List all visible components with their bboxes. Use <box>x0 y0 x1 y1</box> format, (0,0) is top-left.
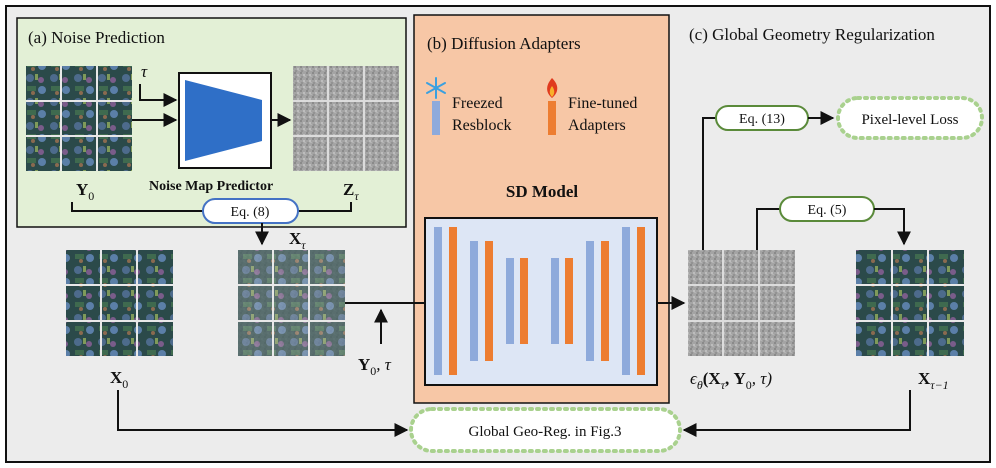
eps-theta-label: ϵθ(Xτ, Y0, τ) <box>690 369 772 392</box>
x-tau-label: Xτ <box>289 229 306 252</box>
sd-unet-box <box>424 217 658 386</box>
eps-to-eq13-line <box>702 117 716 250</box>
xtau1-to-geo-reg-arrow <box>682 390 911 437</box>
x0-label: X0 <box>110 368 128 391</box>
sd-model-title: SD Model <box>506 182 579 201</box>
noise-map-predictor-label: Noise Map Predictor <box>149 179 273 194</box>
x-tau-image-grid <box>238 250 345 356</box>
eps-to-eq5-line <box>756 208 780 250</box>
x-tau-minus-1-image-grid <box>856 250 964 356</box>
eq5-to-xtau1-arrow <box>874 208 911 246</box>
eq8-label: Eq. (8) <box>231 205 270 220</box>
unet-blocks <box>434 227 645 375</box>
eq8-box <box>202 198 299 224</box>
panel-b-title: (b) Diffusion Adapters <box>427 34 581 53</box>
tau-label: τ <box>141 62 148 81</box>
legend-frozen-line2: Resblock <box>452 117 512 134</box>
global-geo-reg-box <box>409 407 682 453</box>
eq13-label: Eq. (13) <box>739 112 785 127</box>
tau-arrow <box>139 84 178 107</box>
y0-to-eq8-line <box>71 202 203 212</box>
eq5-label: Eq. (5) <box>808 203 847 218</box>
noise-map-predictor-box <box>178 72 272 169</box>
y0-tau-condition-label: Y0, τ <box>358 355 392 378</box>
legend-frozen-line1: Freezed <box>452 95 503 112</box>
y0-image-grid <box>26 66 132 171</box>
z-tau-noise-grid <box>293 66 399 171</box>
eps-noise-grid <box>688 250 795 356</box>
legend-frozen: Freezed Resblock <box>426 77 512 135</box>
panel-a-title: (a) Noise Prediction <box>28 28 165 47</box>
x-tau-minus-1-label: Xτ−1 <box>918 369 949 392</box>
pixel-loss-box <box>836 96 984 140</box>
z-tau-label: Zτ <box>343 180 359 203</box>
legend-tuned-line2: Adapters <box>568 117 626 134</box>
pixel-loss-label: Pixel-level Loss <box>861 112 958 128</box>
x0-image-grid <box>66 250 173 356</box>
legend-tuned-line1: Fine-tuned <box>568 95 637 112</box>
predictor-shape <box>185 80 262 161</box>
snowflake-icon <box>426 77 446 99</box>
panel-c-title: (c) Global Geometry Regularization <box>689 25 935 44</box>
legend-tuned: Fine-tuned Adapters <box>547 78 637 135</box>
z-to-eq8-line <box>298 202 352 212</box>
x0-to-geo-reg-arrow <box>117 390 409 437</box>
y0-label: Y0 <box>76 180 94 203</box>
global-geo-reg-label: Global Geo-Reg. in Fig.3 <box>469 424 622 440</box>
